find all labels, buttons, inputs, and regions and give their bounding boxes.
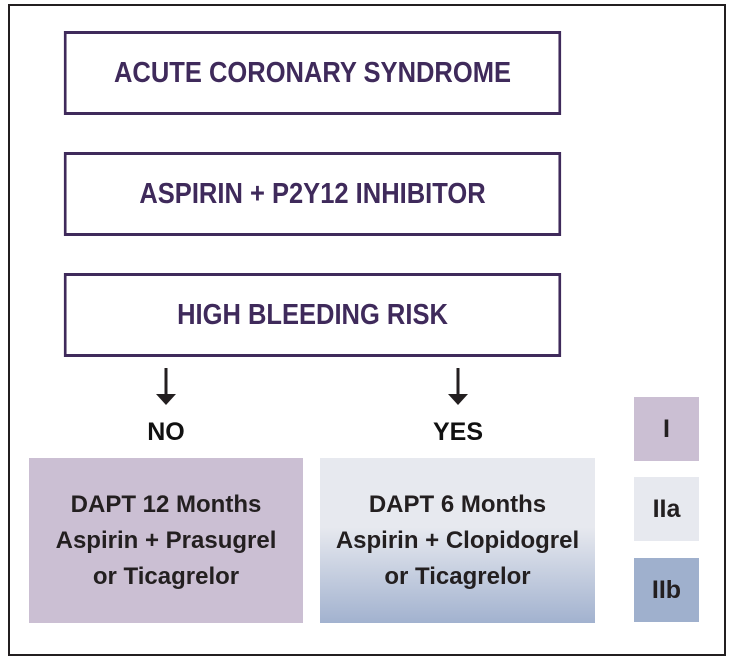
outcome-line: DAPT 6 Months bbox=[368, 490, 547, 518]
legend-class-iia: IIa bbox=[634, 477, 699, 541]
legend-label: IIb bbox=[651, 575, 682, 604]
outcome-line: DAPT 12 Months bbox=[70, 490, 262, 518]
step-label: HIGH BLEEDING RISK bbox=[177, 298, 448, 331]
legend-label: I bbox=[663, 414, 670, 443]
outcome-line: or Ticagrelor bbox=[92, 562, 240, 590]
step-acute-coronary-syndrome: ACUTE CORONARY SYNDROME bbox=[63, 31, 562, 115]
diagram-frame bbox=[8, 4, 726, 656]
outcome-line: or Ticagrelor bbox=[384, 562, 531, 590]
outcome-box-dapt-6-months: DAPT 6 Months Aspirin + Clopidogrel or T… bbox=[320, 458, 595, 623]
outcome-line: Aspirin + Prasugrel bbox=[55, 526, 277, 554]
step-label: ASPIRIN + P2Y12 INHIBITOR bbox=[139, 177, 486, 210]
legend-class-iib: IIb bbox=[634, 558, 699, 622]
arrow-down-icon bbox=[156, 368, 176, 405]
branch-label-no: NO bbox=[147, 418, 185, 446]
branch-label-yes: YES bbox=[432, 418, 484, 446]
outcome-box-dapt-12-months: DAPT 12 Months Aspirin + Prasugrel or Ti… bbox=[29, 458, 303, 623]
legend-label: IIa bbox=[652, 494, 681, 523]
legend-class-i: I bbox=[634, 397, 699, 461]
step-aspirin-p2y12: ASPIRIN + P2Y12 INHIBITOR bbox=[63, 152, 562, 236]
arrow-down-icon bbox=[448, 368, 468, 405]
outcome-line: Aspirin + Clopidogrel bbox=[335, 526, 580, 554]
step-high-bleeding-risk: HIGH BLEEDING RISK bbox=[63, 273, 562, 357]
step-label: ACUTE CORONARY SYNDROME bbox=[113, 56, 512, 89]
